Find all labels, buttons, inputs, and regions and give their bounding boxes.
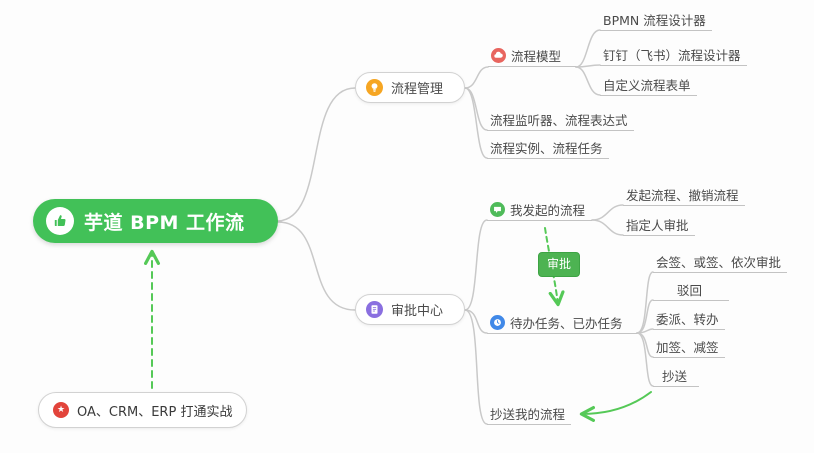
topic-note-oa-crm-erp[interactable]: ★ OA、CRM、ERP 打通实战 [38,392,248,428]
lightbulb-icon [366,79,383,96]
topic-label: 委派、转办 [656,312,719,327]
topic-todo-done-tasks[interactable]: 待办任务、已办任务 [487,314,637,334]
cloud-icon [491,48,506,63]
topic-label: 加签、减签 [656,340,719,355]
topic-instance-task[interactable]: 流程实例、流程任务 [487,139,609,159]
connector-todo-to-cc [636,332,654,387]
topic-label: 发起流程、撤销流程 [626,188,739,203]
topic-dingtalk-feishu-designer[interactable]: 钉钉（飞书）流程设计器 [600,46,747,66]
topic-label: OA、CRM、ERP 打通实战 [77,404,233,420]
connector-init-to-assignee [591,219,624,236]
connector-pm-to-process-model [464,66,489,89]
topic-label: 流程监听器、流程表达式 [490,113,628,128]
topic-listener-expression[interactable]: 流程监听器、流程表达式 [487,111,634,131]
topic-label: 自定义流程表单 [603,78,691,93]
topic-label: 待办任务、已办任务 [510,316,623,331]
connector-todo-to-reject [636,299,654,334]
topic-bpmn-designer[interactable]: BPMN 流程设计器 [600,11,712,31]
arrow-cc-to-ccmyprocess [579,391,652,422]
star-icon: ★ [53,402,69,418]
connector-ac-to-ccmy [464,309,488,425]
topic-label: 抄送 [661,369,687,384]
topic-label: 抄送我的流程 [490,407,566,422]
topic-root[interactable]: 芋道 BPM 工作流 [33,199,278,243]
topic-label: 流程管理 [391,82,444,97]
topic-label: 我发起的流程 [510,203,586,218]
connector-init-to-launch [591,204,624,221]
topic-cc[interactable]: 抄送 [653,367,699,387]
connector-model-to-bpmn [575,29,601,68]
topic-custom-form[interactable]: 自定义流程表单 [600,76,697,96]
topic-assignee-approval[interactable]: 指定人审批 [623,216,695,236]
topic-reject[interactable]: 驳回 [653,281,729,301]
connector-root-to-approval-center [277,221,356,311]
topic-label: BPMN 流程设计器 [603,13,706,28]
topic-add-remove-sign[interactable]: 加签、减签 [653,338,725,358]
topic-process-model[interactable]: 流程模型 [488,47,576,67]
topic-multi-sign[interactable]: 会签、或签、依次审批 [653,253,788,273]
topic-label: 流程模型 [511,49,562,64]
topic-label: 钉钉（飞书）流程设计器 [603,48,741,63]
topic-approval-center[interactable]: 审批中心 [355,294,465,325]
topic-label: 指定人审批 [626,218,689,233]
topic-label: 会签、或签、依次审批 [656,255,782,270]
topic-delegate-transfer[interactable]: 委派、转办 [653,310,725,330]
thumbs-up-icon [46,207,74,235]
connector-ac-to-todo [464,309,488,334]
connector-ac-to-my-initiated [464,219,488,311]
topic-label: 流程实例、流程任务 [490,141,603,156]
topic-my-initiated-process[interactable]: 我发起的流程 [487,201,592,221]
chat-bubble-icon [490,202,505,217]
relationship-label-approval[interactable]: 审批 [538,252,581,277]
topic-label: 芋道 BPM 工作流 [84,211,245,234]
connector-root-to-process-management [277,87,356,222]
connector-pm-to-instance [464,87,488,159]
connector-model-to-customform [575,66,601,96]
topic-cc-my-process[interactable]: 抄送我的流程 [487,405,572,425]
clipboard-icon [366,301,383,318]
topic-label: 驳回 [676,283,702,298]
clock-icon [490,315,505,330]
topic-label: 审批中心 [391,304,444,319]
topic-process-management[interactable]: 流程管理 [355,72,465,103]
badge-label: 审批 [547,257,572,271]
topic-initiate-cancel[interactable]: 发起流程、撤销流程 [623,186,745,206]
